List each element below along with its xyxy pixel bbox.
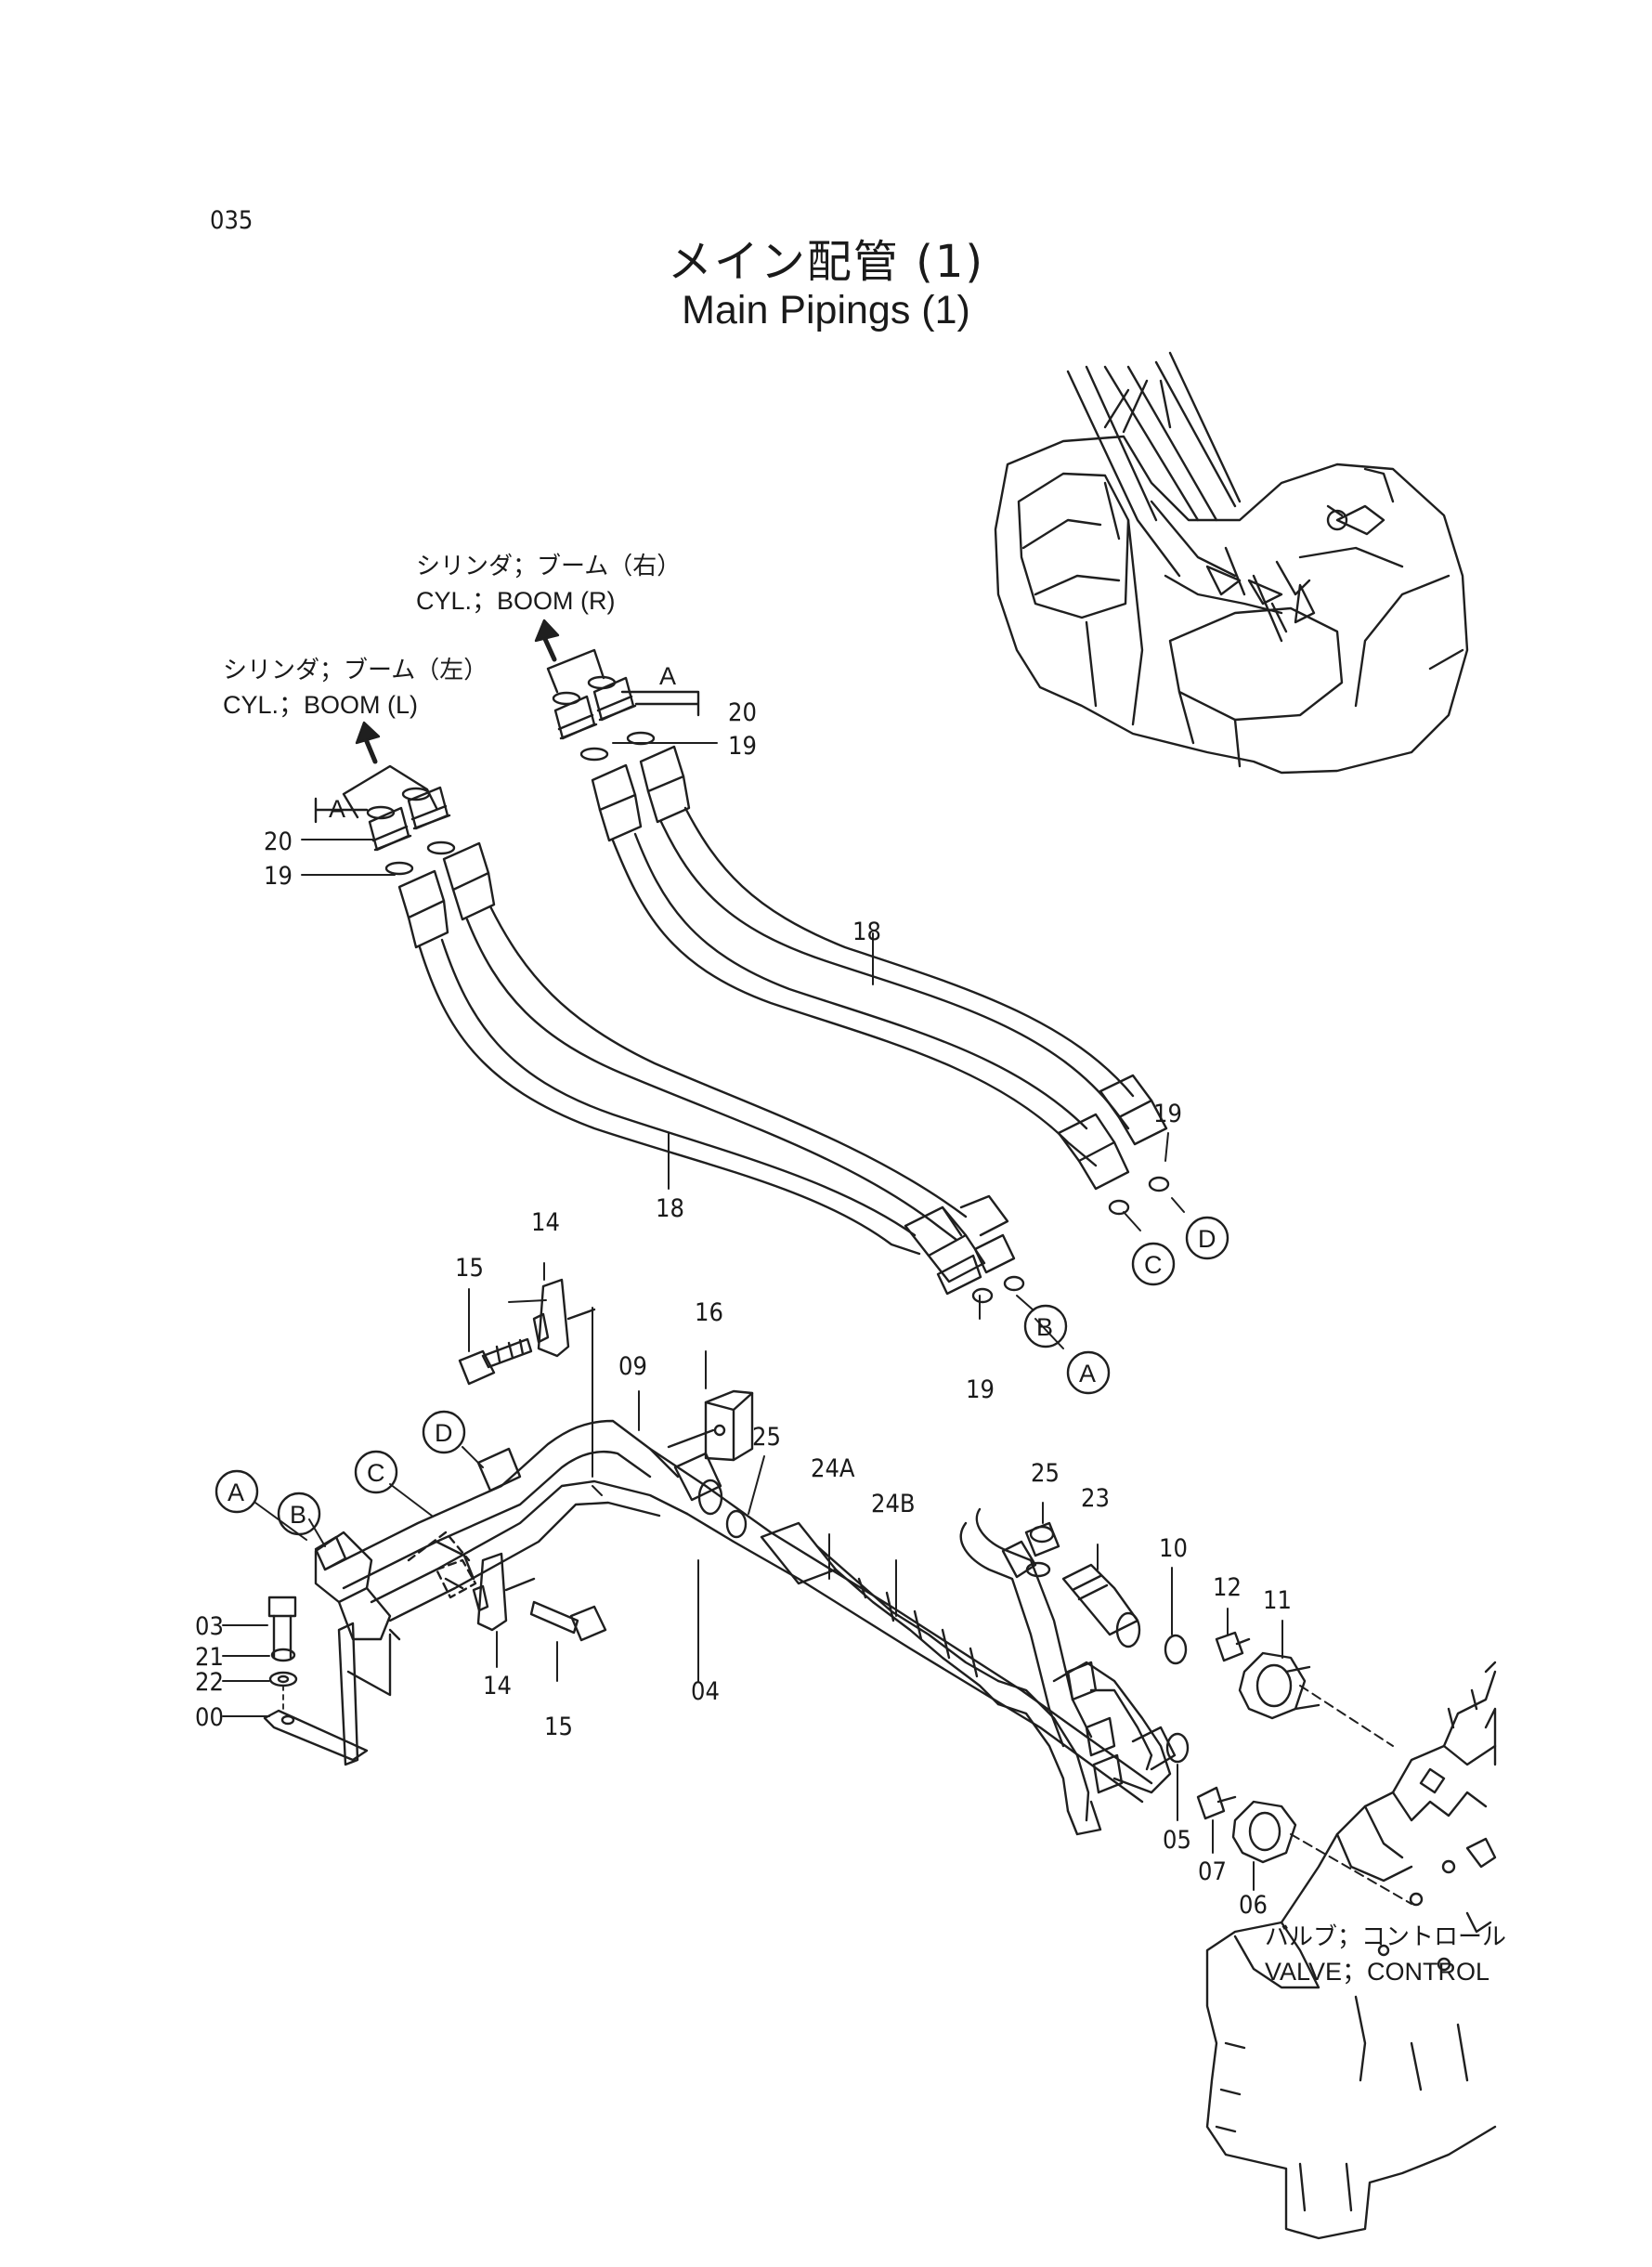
- reference-circles: [215, 1216, 1229, 1536]
- callout-boom-left-jp: シリンダ；ブーム（左）: [223, 657, 488, 684]
- ref-circle-a-lower: [215, 1469, 259, 1514]
- part-number-21: 21: [195, 1643, 224, 1672]
- ref-letter-a-left: A: [329, 795, 345, 823]
- ref-circle-a-upper: [1066, 1350, 1111, 1395]
- ref-circle-d-upper: [1185, 1216, 1229, 1260]
- ref-letter-c-upper: C: [1144, 1251, 1163, 1279]
- control-valve-illustration: [1205, 1661, 1497, 2240]
- part-number-00: 00: [195, 1703, 224, 1732]
- excavator-inset-illustration: [994, 351, 1469, 775]
- hose-assembly-boom-right: [534, 619, 1185, 1231]
- part-number-24b: 24B: [871, 1490, 916, 1518]
- ref-circle-c-upper: [1131, 1242, 1176, 1286]
- part-number-19-left: 19: [264, 862, 293, 891]
- callout-boom-right-en: CYL.；BOOM (R): [416, 587, 616, 615]
- part-number-14-bottom: 14: [483, 1672, 512, 1700]
- title-english: Main Pipings (1): [682, 288, 970, 332]
- ref-letter-b-lower: B: [290, 1501, 306, 1529]
- ref-circle-d-lower: [422, 1410, 466, 1454]
- hose-assembly-boom-left: [301, 721, 1064, 1349]
- part-number-12: 12: [1213, 1573, 1242, 1602]
- part-number-07: 07: [1198, 1857, 1227, 1886]
- ref-letter-d-upper: D: [1198, 1225, 1216, 1253]
- page-number: 035: [210, 206, 254, 235]
- part-number-10: 10: [1159, 1534, 1188, 1563]
- ref-letter-a-upper: A: [1079, 1360, 1096, 1388]
- part-number-03: 03: [195, 1612, 224, 1641]
- part-number-18-left: 18: [656, 1194, 684, 1223]
- callout-valve-en: VALVE；CONTROL: [1265, 1958, 1489, 1986]
- ref-circle-b-upper: [1023, 1304, 1068, 1348]
- part-number-15-top: 15: [455, 1254, 484, 1283]
- callout-boom-left-en: CYL.；BOOM (L): [223, 691, 418, 719]
- callout-valve-jp: バルブ；コントロール: [1265, 1923, 1506, 1951]
- part-number-25-right: 25: [1031, 1459, 1060, 1488]
- ref-letter-d-lower: D: [435, 1419, 453, 1447]
- part-number-14-top: 14: [531, 1208, 560, 1237]
- part-number-24a: 24A: [811, 1454, 855, 1483]
- ref-circle-c-lower: [354, 1450, 398, 1494]
- part-number-23: 23: [1081, 1484, 1110, 1513]
- part-number-04: 04: [691, 1677, 720, 1706]
- part-number-16: 16: [695, 1298, 723, 1327]
- part-number-09: 09: [618, 1352, 647, 1381]
- title-japanese: メイン配管 (1): [667, 236, 985, 288]
- ref-letter-b-upper: B: [1036, 1313, 1053, 1341]
- ref-letter-a-lower: A: [228, 1479, 244, 1506]
- lower-pipe-assembly: [222, 1262, 1412, 1905]
- part-number-20-left: 20: [264, 827, 293, 856]
- ref-circle-b-lower: [277, 1492, 321, 1536]
- part-number-05: 05: [1163, 1826, 1191, 1855]
- part-number-25-left: 25: [752, 1423, 781, 1452]
- part-number-06: 06: [1239, 1891, 1268, 1920]
- part-number-19-right: 19: [728, 732, 757, 761]
- ref-letter-a-right: A: [659, 662, 676, 690]
- part-number-19-upper-right: 19: [1153, 1100, 1182, 1128]
- part-number-15-bottom: 15: [544, 1713, 573, 1741]
- part-number-22: 22: [195, 1668, 224, 1697]
- diagram-labels: シリンダ；ブーム（右） CYL.；BOOM (R) シリンダ；ブーム（左） CY…: [195, 553, 1506, 1986]
- part-number-19-lower: 19: [966, 1375, 995, 1404]
- ref-letter-c-lower: C: [367, 1459, 385, 1487]
- part-number-18-right: 18: [852, 918, 881, 946]
- callout-boom-right-jp: シリンダ；ブーム（右）: [416, 553, 681, 580]
- part-number-20-right: 20: [728, 698, 757, 727]
- part-number-11: 11: [1263, 1586, 1292, 1615]
